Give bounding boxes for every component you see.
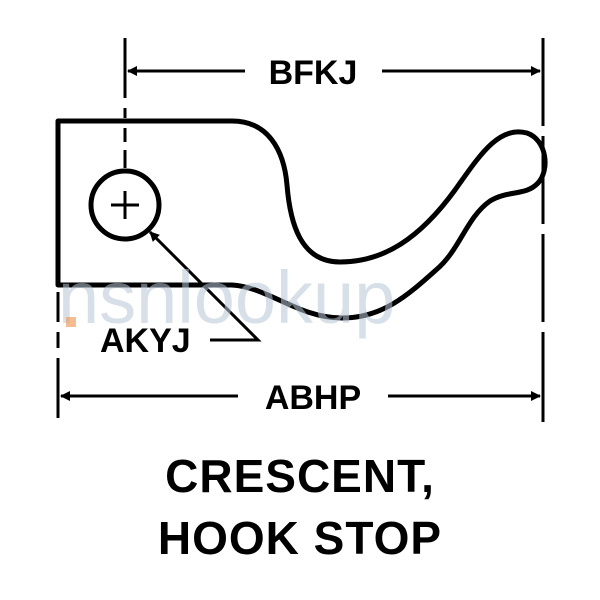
watermark-text: nsnlookup (58, 256, 395, 339)
caption-line-1: CRESCENT, (165, 450, 435, 502)
dimension-label-bottom: ABHP (265, 379, 361, 417)
dimension-label-hole: AKYJ (100, 322, 191, 360)
mounting-hole (88, 168, 162, 242)
hook-stop-outline (55, 118, 548, 321)
watermark-accent-mark (66, 317, 76, 327)
caption-line-2: HOOK STOP (158, 512, 442, 564)
leader-line-hole (148, 230, 262, 342)
dimension-label-top: BFKJ (269, 54, 358, 92)
